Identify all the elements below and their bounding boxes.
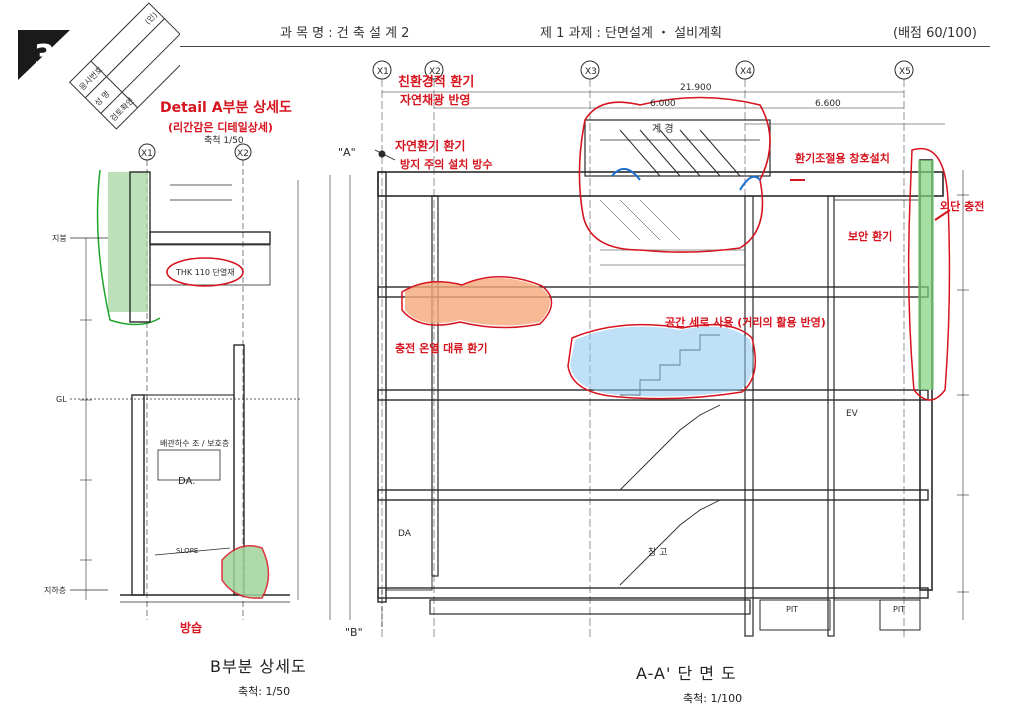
grid-label-x1: X1: [377, 67, 389, 77]
section-texts: X1 X2 X3 X4 X5 21.900 6.000 6.600 "A" "B…: [338, 67, 984, 639]
grid-label-x1-left: X1: [141, 149, 153, 159]
red-note-detail-a-paren: (리간감은 디테일상세): [168, 120, 273, 134]
left-detail: [70, 143, 300, 620]
red-note-daylight: 자연채광 반영: [400, 92, 470, 107]
section-scale: 축척: 1/100: [683, 692, 743, 705]
room-label-storage: 창 고: [648, 547, 667, 558]
grid-label-x2: X2: [429, 67, 441, 77]
task-title: 제 1 과제 : 단면설계 ・ 설비계획: [540, 26, 723, 41]
dim-top-right: 6.600: [815, 99, 841, 109]
section-caption: A-A' 단 면 도: [636, 664, 737, 683]
sheet-header: 과 목 명 : 건 축 설 계 2 제 1 과제 : 단면설계 ・ 설비계획 (…: [0, 0, 1010, 56]
red-note-vertical-space: 공간 세로 사용 (거리의 활용 반영): [665, 315, 826, 329]
candidate-info-block: 3 응시번호 성 명 검토확인 (인): [18, 2, 180, 130]
score-label: (배점 60/100): [893, 26, 977, 41]
header-rule: [180, 46, 990, 47]
sheet-number: 3: [34, 39, 55, 74]
top-scale: 축척 1/50: [204, 135, 244, 146]
red-note-detail-a: Detail A부분 상세도: [160, 100, 292, 116]
box-slope: SLOPE: [176, 547, 198, 555]
number-triangle: [18, 30, 70, 80]
room-label-pit-2: PIT: [893, 605, 905, 614]
grid-label-x4: X4: [740, 67, 752, 77]
box-note: 배관하수 조 / 보호층: [160, 438, 229, 448]
marker-b: "B": [345, 626, 363, 639]
section-highlights: [401, 96, 951, 401]
grid-label-x2-left: X2: [237, 149, 249, 159]
grid-label-x3: X3: [585, 67, 597, 77]
room-label-pit-1: PIT: [786, 605, 798, 614]
red-note-window: 환기조절용 창호설치: [795, 151, 890, 165]
red-note-security-vent: 보안 환기: [848, 229, 892, 243]
level-roof: 지붕: [52, 234, 67, 243]
red-note-natural-vent: 자연환기 환기: [395, 138, 465, 153]
red-note-waterproof: 방지 주의 설치 방수: [400, 157, 492, 171]
room-label-ev: EV: [846, 409, 859, 419]
grid-label-x5: X5: [899, 67, 911, 77]
room-label-da: DA: [398, 529, 412, 539]
red-note-convection: 충전 온열 대류 환기: [395, 341, 487, 355]
level-basement: 지하층: [44, 585, 66, 595]
dim-top-mid: 6.000: [650, 99, 676, 109]
red-note-eco-vent: 친환경적 환기: [398, 74, 474, 90]
left-detail-scale: 축척: 1/50: [238, 685, 291, 698]
dim-top-total: 21.900: [680, 83, 712, 93]
subject-title: 과 목 명 : 건 축 설 계 2: [280, 26, 410, 41]
box-label-da: DA.: [178, 476, 195, 487]
callout-insulation: THK 110 단열재: [175, 267, 235, 277]
red-note-moisture: 방습: [180, 620, 202, 635]
level-gl: GL: [56, 395, 67, 404]
left-detail-texts: X1 X2 지붕 GL 지하층 DA. 배관하수 조 / 보호층 SLOPE T…: [44, 100, 292, 635]
room-label-top: 계 경: [652, 122, 674, 135]
marker-a: "A": [338, 146, 356, 159]
red-note-outer-fill: 외단 충전: [940, 199, 984, 213]
left-detail-caption: B부분 상세도: [210, 657, 307, 676]
